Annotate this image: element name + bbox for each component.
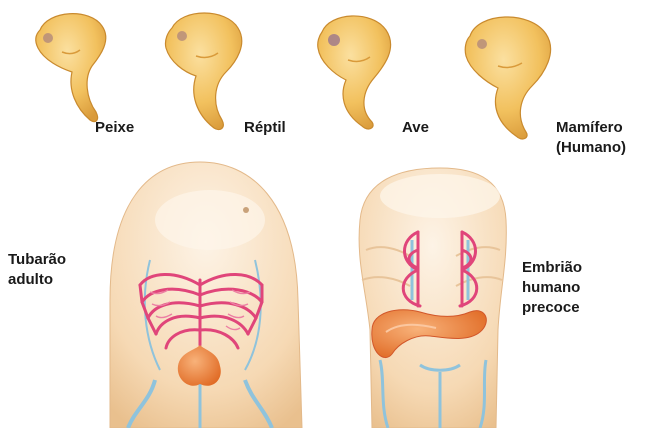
human-label-line3: precoce (522, 298, 580, 317)
shark-label-line1: Tubarão (8, 250, 66, 269)
mammal-label-line1: Mamífero (556, 118, 623, 137)
human-embryo-body (359, 168, 506, 428)
fish-embryo (36, 14, 106, 122)
reptile-label: Réptil (244, 118, 286, 137)
mammal-embryo (465, 17, 550, 139)
human-label-line1: Embrião (522, 258, 582, 277)
bird-label: Ave (402, 118, 429, 137)
bird-embryo (318, 16, 391, 129)
reptile-embryo (165, 13, 241, 130)
shark-label-line2: adulto (8, 270, 53, 289)
shark-body (110, 162, 302, 428)
mammal-label-line2: (Humano) (556, 138, 626, 157)
human-label-line2: humano (522, 278, 580, 297)
fish-label: Peixe (95, 118, 134, 137)
